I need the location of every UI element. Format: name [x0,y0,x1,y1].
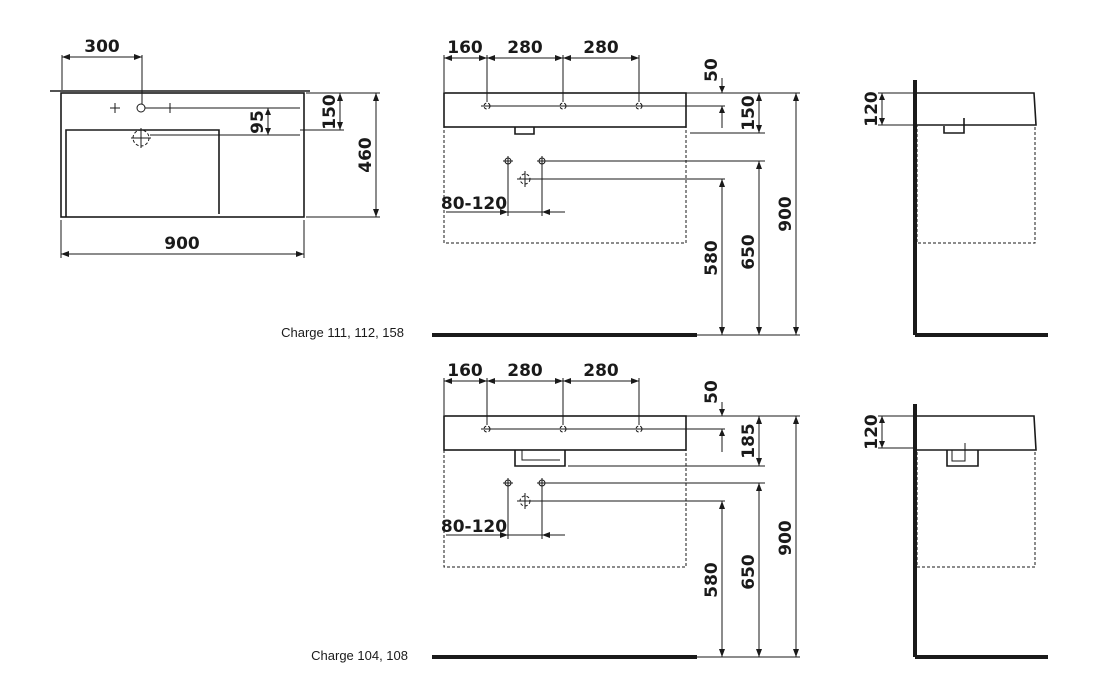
front-view-2-tap-hole-icons [481,425,725,433]
side-view-2: 120 [862,404,1048,659]
side-view-2-cabinet-outline [916,449,1036,568]
dim-left: 160 [447,361,483,381]
dim-waste-height: 650 [739,554,759,590]
dim-top-gap: 50 [702,58,722,82]
dim-top-gap: 50 [702,380,722,404]
dim-pipe-spacing: 80-120 [441,194,507,214]
dim-left: 160 [447,38,483,58]
side-view-1: 120 [862,80,1048,337]
front-view-1-pipe-icons [503,156,765,187]
front-view-1: 160 280 280 50 150 [281,38,800,340]
front-view-1-cabinet-outline [443,126,687,244]
drain-icon [131,128,300,148]
dim-pipe-spacing: 80-120 [441,517,507,537]
dim-rim: 150 [320,94,340,130]
dim-supply-height: 580 [702,562,722,598]
front-view-2-cabinet-outline [443,449,687,568]
caption-1: Charge 111, 112, 158 [281,325,404,340]
dim-right: 280 [583,361,619,381]
side-view-1-basin [915,92,1037,126]
dim-tap-offset: 300 [84,37,120,57]
front-view-2-drain [514,450,566,467]
dim-mid: 280 [507,361,543,381]
dim-mount-height: 900 [776,520,796,556]
dim-trap: 120 [862,414,882,450]
dim-drain: 95 [248,110,268,134]
front-view-2-basin [443,415,687,451]
dim-waste-height: 650 [739,234,759,270]
dim-trap: 120 [862,91,882,127]
top-view-bowl [65,129,220,217]
dim-width: 900 [164,234,200,254]
side-view-2-basin [915,415,1037,451]
dim-right: 280 [583,38,619,58]
dim-rim-height: 185 [739,423,759,459]
top-view-basin-outer [60,92,305,218]
front-view-2-pipe-icons [503,478,765,509]
dim-depth: 460 [356,137,376,173]
side-view-1-cabinet-outline [916,124,1036,244]
dim-rim-height: 150 [739,95,759,131]
front-view-2: 160 280 280 50 185 80-1 [311,361,800,663]
dim-supply-height: 580 [702,240,722,276]
front-view-1-tap-hole-icons [481,102,725,110]
top-view: 300 900 460 150 95 [50,37,380,258]
tap-hole-icon [110,103,300,113]
dim-mid: 280 [507,38,543,58]
front-view-1-basin [443,92,687,128]
dim-mount-height: 900 [776,196,796,232]
front-view-1-drain [514,127,535,135]
side-view-2-trap [946,450,979,467]
caption-2: Charge 104, 108 [311,648,408,663]
